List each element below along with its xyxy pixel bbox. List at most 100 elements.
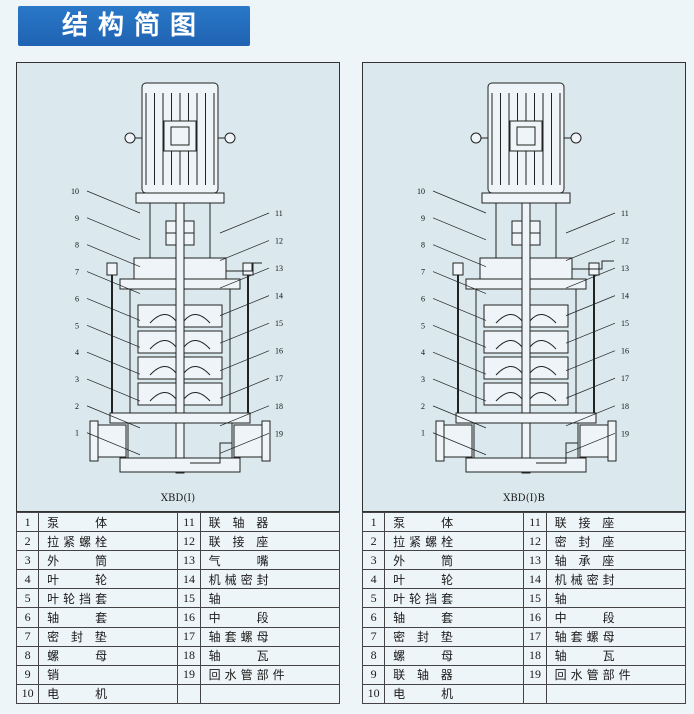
leader-line	[86, 405, 141, 429]
callout-label: 19	[621, 429, 629, 438]
callout-label: 9	[75, 214, 79, 223]
part-number: 10	[15, 683, 40, 705]
callout-label: 8	[421, 241, 425, 250]
callout-label: 14	[275, 292, 283, 301]
callout-label: 2	[421, 402, 425, 411]
leader-line	[219, 350, 270, 372]
part-name: 轴	[545, 588, 687, 609]
callout-label: 12	[275, 237, 283, 246]
part-number: 12	[177, 531, 201, 552]
part-number: 12	[523, 531, 547, 552]
callout-label: 16	[621, 347, 629, 356]
callout-label: 15	[275, 319, 283, 328]
leader-line	[565, 405, 616, 427]
part-name: 机械密封	[545, 569, 687, 590]
leader-line	[432, 190, 487, 214]
leader-line	[565, 240, 616, 261]
part-number: 2	[15, 531, 40, 552]
part-name: 回水管部件	[545, 664, 687, 685]
part-number: 6	[361, 607, 386, 628]
leader-line	[86, 298, 141, 321]
part-number: 11	[177, 511, 201, 533]
callout-label: 4	[75, 348, 79, 357]
leader-line	[86, 190, 141, 214]
callout-label: 15	[621, 319, 629, 328]
leader-line	[86, 271, 141, 294]
part-name: 螺 母	[38, 645, 179, 666]
leader-line	[432, 271, 487, 294]
impeller	[149, 392, 211, 402]
part-name: 联 轴 器	[199, 511, 341, 533]
part-name: 中 段	[199, 607, 341, 628]
leader-line	[219, 322, 270, 344]
part-number: 10	[361, 683, 386, 705]
callout-label: 1	[421, 429, 425, 438]
part-number: 6	[15, 607, 40, 628]
part-number: 7	[361, 626, 386, 647]
callout-label: 7	[421, 268, 425, 277]
inlet-flange	[89, 420, 99, 462]
impeller	[495, 340, 557, 350]
motor-flange	[481, 192, 571, 204]
shaft	[175, 202, 185, 474]
callout-label: 5	[421, 321, 425, 330]
base-plate	[465, 457, 587, 473]
part-name: 叶 轮	[38, 569, 179, 590]
part-name: 轴 瓦	[199, 645, 341, 666]
leader-line	[219, 267, 270, 289]
leader-line	[565, 295, 616, 316]
part-name: 轴 瓦	[545, 645, 687, 666]
callout-label: 19	[275, 429, 283, 438]
part-number: 5	[15, 588, 40, 609]
part-number: 15	[523, 588, 547, 609]
leader-line	[86, 351, 141, 375]
inlet	[441, 424, 473, 458]
part-name: 轴套螺母	[545, 626, 687, 647]
leader-line	[432, 298, 487, 321]
part-name: 轴 套	[38, 607, 179, 628]
air-vent	[226, 262, 262, 272]
part-number: 19	[177, 664, 201, 685]
bolt-nut	[452, 262, 464, 276]
part-name: 联 接 座	[545, 511, 687, 533]
leader-line	[432, 244, 487, 268]
callout-label: 7	[75, 268, 79, 277]
leader-line	[219, 405, 270, 427]
part-name: 电 机	[38, 683, 179, 705]
part-number: 4	[15, 569, 40, 590]
terminal-box	[509, 120, 543, 152]
callout-label: 13	[621, 264, 629, 273]
part-number: 17	[523, 626, 547, 647]
callout-label: 18	[621, 402, 629, 411]
inlet-flange	[435, 420, 445, 462]
part-number: 9	[15, 664, 40, 685]
outlet	[579, 424, 611, 458]
callout-label: 11	[621, 209, 629, 218]
part-name: 机械密封	[199, 569, 341, 590]
callout-label: 10	[71, 187, 79, 196]
impeller	[495, 314, 557, 324]
leader-line	[565, 212, 616, 234]
leader-line	[565, 432, 616, 454]
leader-line	[432, 405, 487, 429]
part-number: 13	[177, 550, 201, 571]
callout-label: 3	[75, 375, 79, 384]
callout-label: 12	[621, 237, 629, 246]
part-name: 叶轮挡套	[38, 588, 179, 609]
part-name: 拉紧螺栓	[384, 531, 525, 552]
callout-label: 4	[421, 348, 425, 357]
